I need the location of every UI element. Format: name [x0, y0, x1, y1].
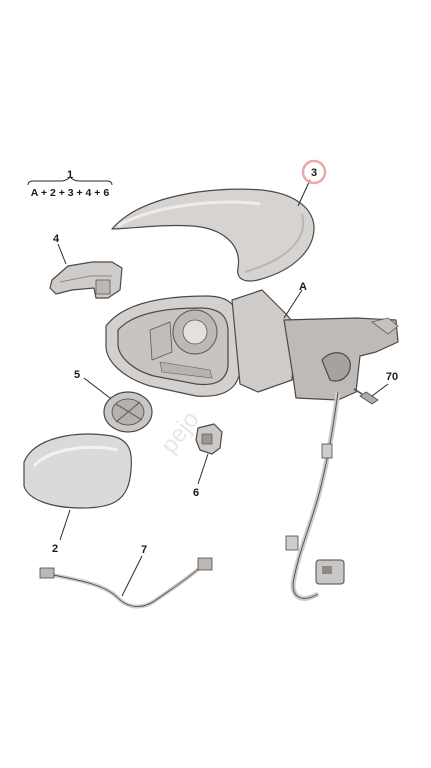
screw-part: [353, 388, 379, 405]
harness-connector: [315, 559, 345, 585]
callout-2: 2: [52, 543, 58, 555]
formula-brace: [27, 176, 113, 186]
harness-clip-lower: [285, 535, 299, 551]
callout-3-highlight-ring: [301, 159, 327, 185]
mirror-housing-assembly: [105, 289, 399, 401]
callout-A: A: [299, 281, 307, 293]
callout-6: 6: [193, 487, 199, 499]
formula-top-number: 1: [67, 169, 73, 181]
leader-lines: [57, 179, 389, 597]
mirror-cover-part: [111, 188, 315, 282]
callout-70: 70: [386, 371, 398, 383]
callout-7: 7: [141, 544, 147, 556]
bracket-part: [195, 423, 223, 455]
callout-4: 4: [53, 233, 60, 245]
indicator-lamp-part: [49, 261, 123, 299]
mirror-glass-part: [23, 433, 133, 509]
callout-5: 5: [74, 369, 80, 381]
callout-3: 3: [311, 167, 317, 179]
assembly-formula: 1 A + 2 + 3 + 4 + 6: [27, 169, 113, 199]
glass-motor-part: [103, 391, 153, 433]
wiring-part: [39, 557, 213, 609]
harness-clip-upper: [321, 443, 333, 459]
formula-bottom-text: A + 2 + 3 + 4 + 6: [31, 187, 110, 199]
wiring-harness-outline: [292, 391, 339, 599]
